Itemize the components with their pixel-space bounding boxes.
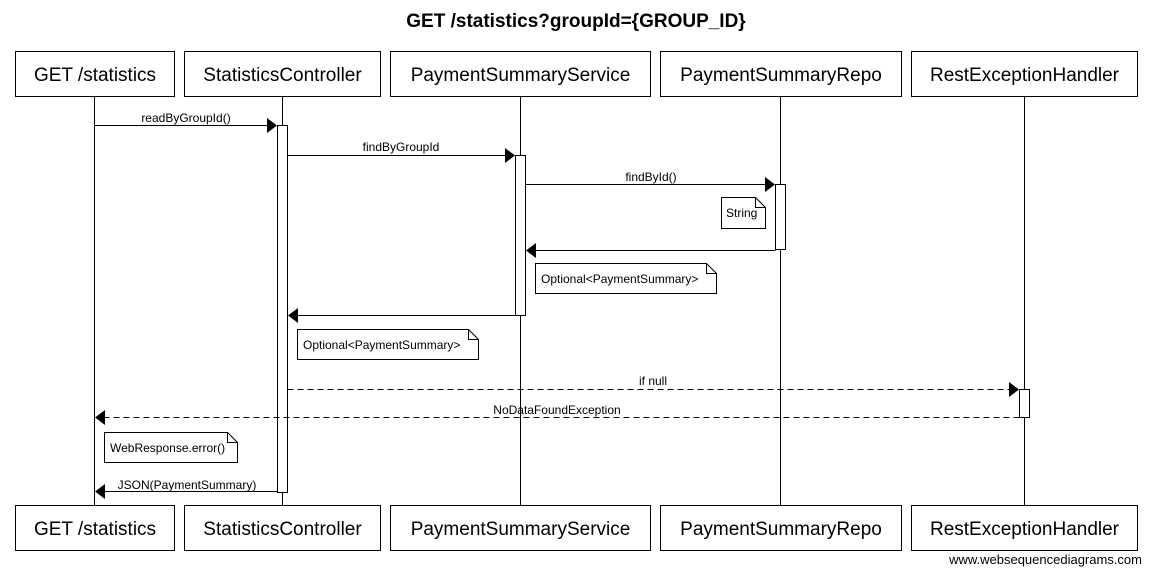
- note-label: String: [726, 206, 757, 220]
- participant-get-statistics-bottom: GET /statistics: [15, 505, 175, 551]
- arrowhead: [765, 177, 775, 192]
- participant-label: GET /statistics: [34, 65, 156, 86]
- participants-bottom: GET /statistics StatisticsController Pay…: [15, 505, 1138, 551]
- message-label: if null: [639, 374, 667, 388]
- message-find-by-group-id: findByGroupId: [287, 140, 515, 163]
- arrowhead: [1009, 382, 1019, 397]
- participant-statistics-controller-bottom: StatisticsController: [184, 505, 381, 551]
- arrowhead: [505, 148, 515, 163]
- participant-label: StatisticsController: [203, 65, 362, 86]
- participant-payment-summary-service: PaymentSummaryService: [390, 51, 651, 97]
- note-label: Optional<PaymentSummary>: [303, 338, 460, 352]
- message-label: JSON(PaymentSummary): [118, 478, 257, 492]
- participant-label: PaymentSummaryRepo: [680, 65, 882, 86]
- arrowhead: [526, 243, 536, 258]
- message-return-repo-to-service: [526, 243, 776, 258]
- activation-statistics-controller: [277, 125, 288, 493]
- note-string: String: [721, 197, 766, 229]
- activation-payment-summary-service: [515, 155, 526, 316]
- arrowhead: [95, 484, 105, 499]
- note-label: Optional<PaymentSummary>: [541, 272, 698, 286]
- message-return-service-to-controller: [288, 308, 516, 323]
- note-optional-payment-summary-service: Optional<PaymentSummary>: [535, 263, 717, 294]
- participant-label: RestExceptionHandler: [930, 519, 1120, 540]
- note-label: WebResponse.error(): [110, 441, 225, 455]
- participant-payment-summary-repo: PaymentSummaryRepo: [660, 51, 902, 97]
- note-web-response-error: WebResponse.error(): [104, 432, 238, 463]
- participant-payment-summary-service-bottom: PaymentSummaryService: [390, 505, 651, 551]
- notes: String Optional<PaymentSummary> Optional…: [104, 197, 766, 463]
- activation-rest-exception-handler: [1019, 389, 1030, 418]
- participant-label: RestExceptionHandler: [930, 65, 1120, 86]
- activation-payment-summary-repo: [775, 184, 786, 250]
- message-label: NoDataFoundException: [493, 403, 620, 417]
- message-if-null: if null: [287, 374, 1019, 397]
- participant-label: PaymentSummaryService: [411, 519, 631, 540]
- message-no-data-found-exception: NoDataFoundException: [95, 403, 1020, 425]
- activations: [277, 125, 1030, 493]
- message-label: findById(): [625, 170, 676, 184]
- participant-get-statistics: GET /statistics: [15, 51, 175, 97]
- participant-label: PaymentSummaryService: [411, 65, 631, 86]
- messages: readByGroupId() findByGroupId findById(): [94, 111, 1020, 499]
- participant-rest-exception-handler: RestExceptionHandler: [911, 51, 1138, 97]
- diagram-title: GET /statistics?groupId={GROUP_ID}: [406, 11, 746, 32]
- participant-rest-exception-handler-bottom: RestExceptionHandler: [911, 505, 1138, 551]
- message-read-by-group-id: readByGroupId(): [94, 111, 277, 133]
- arrowhead: [288, 308, 298, 323]
- participant-label: PaymentSummaryRepo: [680, 519, 882, 540]
- participant-label: StatisticsController: [203, 519, 362, 540]
- note-optional-payment-summary-controller: Optional<PaymentSummary>: [297, 329, 479, 360]
- message-json-payment-summary: JSON(PaymentSummary): [95, 478, 278, 499]
- arrowhead: [95, 410, 105, 425]
- message-find-by-id: findById(): [525, 170, 775, 192]
- message-label: readByGroupId(): [141, 111, 230, 125]
- participant-label: GET /statistics: [34, 519, 156, 540]
- watermark: www.websequencediagrams.com: [948, 552, 1142, 567]
- participant-statistics-controller: StatisticsController: [184, 51, 381, 97]
- participant-payment-summary-repo-bottom: PaymentSummaryRepo: [660, 505, 902, 551]
- message-label: findByGroupId: [363, 140, 440, 154]
- participants-top: GET /statistics StatisticsController Pay…: [15, 51, 1138, 97]
- arrowhead: [267, 118, 277, 133]
